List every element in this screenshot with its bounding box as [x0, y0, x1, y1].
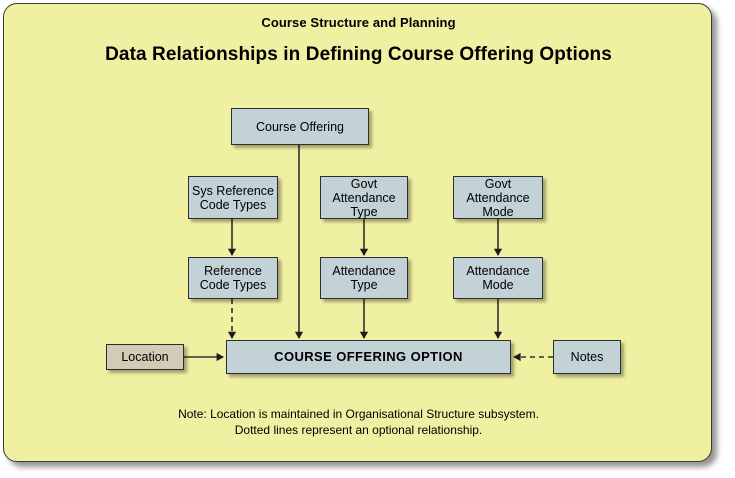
node-attendance-mode-label: Attendance Mode [466, 264, 530, 292]
node-reference-code-types-label: Reference Code Types [199, 264, 267, 292]
node-course-offering[interactable]: Course Offering [231, 108, 369, 145]
diagram-subtitle: Course Structure and Planning [261, 15, 456, 30]
node-course-offering-label: Course Offering [255, 119, 344, 134]
node-location-label: Location [121, 350, 169, 364]
node-reference-code-types[interactable]: Reference Code Types [188, 257, 278, 299]
diagram-frame: Course Structure and Planning Data Relat… [3, 3, 712, 462]
node-sys-reference-code-types[interactable]: Sys Reference Code Types [188, 176, 278, 219]
node-govt-attendance-mode-label: Govt Attendance Mode [466, 176, 530, 219]
node-govt-attendance-mode[interactable]: Govt Attendance Mode [453, 176, 543, 219]
node-notes-label: Notes [570, 350, 604, 364]
node-attendance-type-label: Attendance Type [332, 264, 396, 292]
node-govt-attendance-type[interactable]: Govt Attendance Type [320, 176, 408, 219]
node-location[interactable]: Location [106, 344, 184, 370]
node-sys-reference-code-types-label: Sys Reference Code Types [192, 183, 274, 212]
node-govt-attendance-type-label: Govt Attendance Type [332, 176, 396, 219]
node-attendance-type[interactable]: Attendance Type [320, 257, 408, 299]
node-course-offering-option-label: COURSE OFFERING OPTION [274, 349, 463, 364]
diagram-title: Data Relationships in Defining Course Of… [105, 44, 612, 65]
node-course-offering-option[interactable]: COURSE OFFERING OPTION [226, 340, 511, 374]
node-attendance-mode[interactable]: Attendance Mode [453, 257, 543, 299]
diagram-footnote: Note: Location is maintained in Organisa… [178, 407, 539, 437]
node-notes[interactable]: Notes [553, 340, 621, 374]
